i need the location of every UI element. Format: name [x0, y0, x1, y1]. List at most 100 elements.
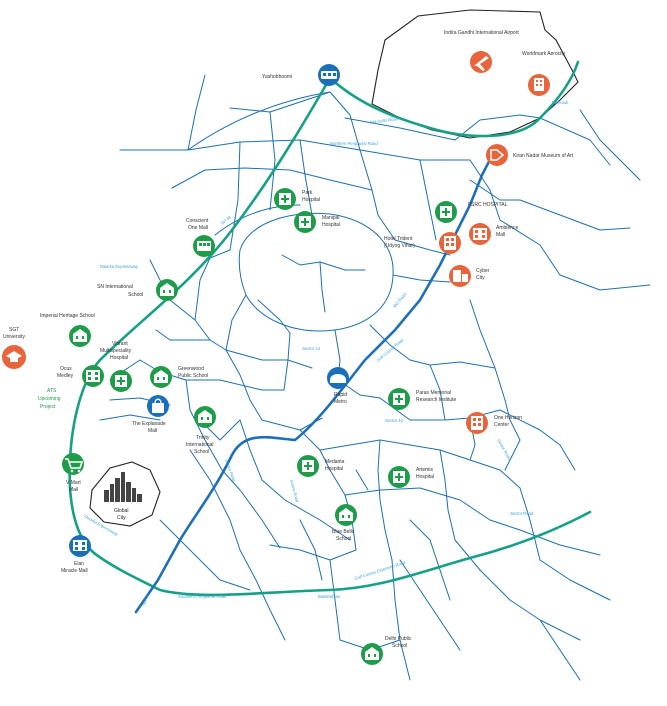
- conscient-label-2: One Mall: [188, 225, 208, 231]
- road-label: Sector Road: [496, 438, 512, 461]
- kiran-nadar-label: Kiran Nadar Museum of Art: [513, 153, 574, 159]
- mall-icon: [82, 365, 104, 387]
- yashobhoomi-label: Yashobhoomi: [262, 74, 292, 80]
- road-label: Dwarka Expressway: [100, 264, 139, 269]
- road-label: Badshahpur: [318, 594, 341, 599]
- rapid-label-1: Rapid: [334, 392, 347, 398]
- trinity-label-1: Trinity: [196, 435, 210, 441]
- greenwood-label-1: Greenwood: [178, 366, 204, 372]
- road-label: Sector 14: [302, 346, 321, 351]
- school-icon: [156, 279, 178, 301]
- road-label: Old Delhi Road: [369, 116, 398, 125]
- global-city-boundary: [89, 461, 161, 527]
- imperial-label: Imperial Heritage School: [40, 313, 95, 319]
- ocus-label-1: Ocus: [60, 366, 72, 372]
- road-label: Sector Road: [510, 511, 534, 516]
- green-metro-line: [68, 60, 592, 597]
- school-icon: [194, 406, 216, 428]
- metro-station-icon: [327, 367, 349, 389]
- aerocity-icon: [528, 74, 550, 96]
- hospital-icon: [274, 188, 296, 210]
- trinity-label-3: School: [194, 449, 209, 455]
- road-label: Northern Peripheral Road: [330, 141, 378, 146]
- manipal-label-1: Manipal: [322, 215, 340, 221]
- park-label-1: Park: [302, 190, 313, 196]
- hospital-icon: [435, 201, 457, 223]
- office-icon: [449, 265, 471, 287]
- school-icon: [150, 366, 172, 388]
- airport-icon: [470, 51, 492, 73]
- artemis-label-1: Artemis: [416, 467, 433, 473]
- paras-label-1: Paras Memorial: [416, 390, 451, 396]
- elan-label-1: Elan: [74, 561, 84, 567]
- blue-metro-line: [134, 148, 497, 614]
- vibrant-label-1: Vibrant: [112, 341, 128, 347]
- medanta-label-1: Medanta: [325, 459, 345, 465]
- fsrc-label: FSRC HOSPITAL: [468, 202, 508, 208]
- vmart-label-2: Mall: [69, 487, 78, 493]
- office-icon: [466, 412, 488, 434]
- airport-boundary: [371, 9, 579, 139]
- global-label-2: City: [117, 515, 126, 521]
- artemis-label-2: Hospital: [416, 474, 434, 480]
- museum-icon: [486, 144, 508, 166]
- mall-icon: [469, 223, 491, 245]
- elan-label-2: Miracle Mall: [61, 568, 88, 574]
- blue-bells-label-1: Blue Bells: [332, 529, 355, 535]
- mall-icon: [193, 235, 215, 257]
- road-label: Dwarka Expressway: [84, 514, 120, 538]
- metro-station-icon: [318, 64, 340, 86]
- mall-icon: [69, 535, 91, 557]
- hotel-icon: [439, 232, 461, 254]
- cyber-label-1: Cyber: [476, 268, 490, 274]
- road-label: Sohna Road: [289, 479, 300, 503]
- paras-label-2: Research Institute: [416, 397, 457, 403]
- road-label: Sector 44: [385, 418, 404, 423]
- city-skyline-icon: [104, 472, 142, 502]
- school-icon: [361, 643, 383, 665]
- medanta-label-2: Hospital: [325, 466, 343, 472]
- hospital-icon: [388, 388, 410, 410]
- road-label: NH 48: [141, 593, 150, 606]
- road-label: Golf Course Road: [375, 337, 404, 363]
- aerocity-label: Worldmark Aerocity: [522, 51, 566, 57]
- conscient-label-1: Conscient: [186, 218, 209, 224]
- school-icon: [69, 325, 91, 347]
- trident-label-2: (Udyog Vihar): [384, 243, 415, 249]
- onehorizon-label-1: One Horizon: [494, 415, 522, 421]
- blue-bells-label-2: School: [336, 536, 351, 542]
- hospital-icon: [294, 211, 316, 233]
- dps-label-1: Delhi Public: [385, 636, 412, 642]
- greenwood-label-2: Public School: [178, 373, 208, 379]
- school-icon: [335, 504, 357, 526]
- explanade-label-2: Mall: [148, 428, 157, 434]
- vibrant-label-3: Hospital: [110, 355, 128, 361]
- sgt-label-1: SGT: [9, 327, 19, 333]
- road-label: Mehrauli: [552, 100, 568, 105]
- sgt-label-2: University: [3, 334, 25, 340]
- ats-label-1: ATS: [47, 388, 57, 394]
- onehorizon-label-2: Center: [494, 422, 509, 428]
- trident-label-1: Hotel Trident: [384, 236, 413, 242]
- shopping-bag-icon: [147, 395, 169, 417]
- airport-label: Indira Gandhi International Airport: [444, 30, 519, 36]
- sn-label-1: SN International: [97, 284, 133, 290]
- sn-label-2: School: [128, 292, 143, 298]
- shopping-cart-icon: [62, 453, 84, 475]
- vibrant-label-2: Multispeciality: [100, 348, 132, 354]
- hospital-icon: [388, 466, 410, 488]
- ocus-label-2: Medley: [57, 373, 74, 379]
- park-label-2: Hospital: [302, 197, 320, 203]
- hospital-icon: [297, 455, 319, 477]
- manipal-label-2: Hospital: [322, 222, 340, 228]
- ambience-label-2: Mall: [496, 232, 505, 238]
- road-label: Southern Peripheral Road: [178, 594, 227, 599]
- ats-label-3: Project: [40, 404, 56, 410]
- university-icon: [2, 345, 26, 369]
- hospital-icon: [110, 370, 132, 392]
- dps-label-2: School: [392, 643, 407, 649]
- global-label-1: Global: [114, 508, 128, 514]
- trinity-label-2: International: [186, 442, 214, 448]
- explanade-label-1: The Explanade: [132, 421, 166, 427]
